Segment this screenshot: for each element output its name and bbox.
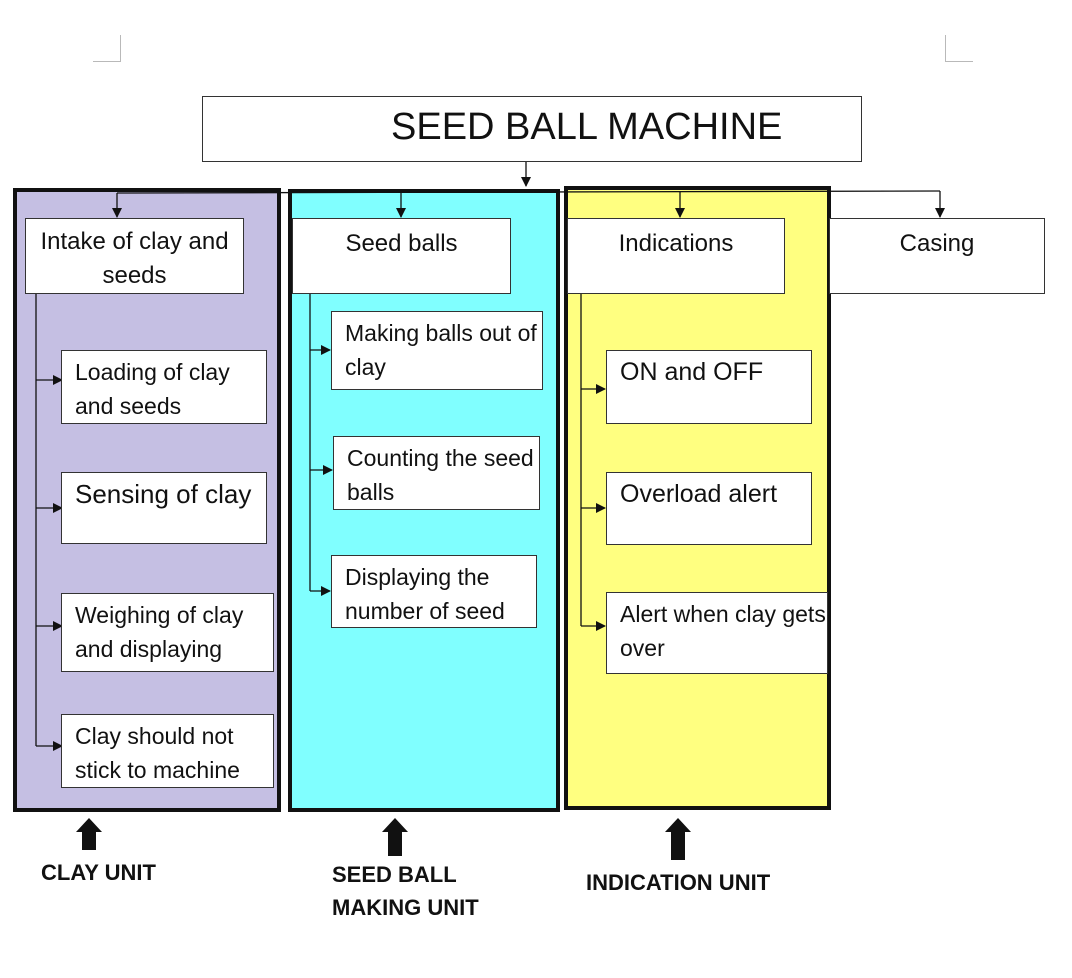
clay-item-box: Loading of clay and seeds xyxy=(61,350,267,424)
clay-item-text: Loading of clay and seeds xyxy=(75,359,230,419)
machine-title: SEED BALL MACHINE xyxy=(391,106,783,148)
seed-item-text: Making balls out of clay xyxy=(345,320,537,380)
casing-heading: Casing xyxy=(899,230,975,257)
indication-unit-label: INDICATION UNIT xyxy=(586,870,771,895)
seed-ball-unit-label: SEED BALL MAKING UNIT xyxy=(332,862,479,920)
seed-item-text: Counting the seed balls xyxy=(347,445,534,505)
clay-item-text: Clay should not stick to machine xyxy=(75,723,240,783)
clay-item-box: Clay should not stick to machine xyxy=(61,714,274,788)
indication-item-box: Overload alert xyxy=(606,472,812,545)
clay-unit-label: CLAY UNIT xyxy=(41,860,156,885)
indication-item-text: ON and OFF xyxy=(620,358,764,386)
seed-unit-up-arrow xyxy=(382,818,408,856)
page-corner-mark-left xyxy=(93,35,121,62)
seed-item-text: Displaying the number of seed xyxy=(345,564,505,624)
clay-item-text: Weighing of clay and displaying xyxy=(75,602,244,662)
indication-item-box: Alert when clay gets over xyxy=(606,592,828,674)
clay-item-text: Sensing of clay xyxy=(75,479,252,509)
casing-heading-box: Casing xyxy=(829,218,1045,294)
seed-heading: Seed balls xyxy=(345,230,458,257)
indication-item-box: ON and OFF xyxy=(606,350,812,424)
bus-line xyxy=(116,190,941,194)
indication-item-text: Overload alert xyxy=(620,480,778,508)
clay-item-box: Weighing of clay and displaying xyxy=(61,593,274,672)
clay-heading-box: Intake of clay and seeds xyxy=(25,218,244,294)
seed-item-box: Displaying the number of seed xyxy=(331,555,537,628)
seed-item-box: Counting the seed balls xyxy=(333,436,540,510)
page-corner-mark-right xyxy=(945,35,973,62)
seed-item-box: Making balls out of clay xyxy=(331,311,543,390)
clay-unit-up-arrow xyxy=(76,818,102,850)
machine-title-box: SEED BALL MACHINE xyxy=(202,96,862,162)
indication-item-text: Alert when clay gets over xyxy=(620,601,826,661)
clay-heading: Intake of clay and seeds xyxy=(40,228,229,289)
seed-heading-box: Seed balls xyxy=(292,218,511,294)
indication-unit-up-arrow xyxy=(665,818,691,860)
indication-heading: Indications xyxy=(618,230,734,257)
clay-item-box: Sensing of clay xyxy=(61,472,267,544)
unit-pointer-arrows xyxy=(76,818,691,860)
indication-heading-box: Indications xyxy=(567,218,785,294)
